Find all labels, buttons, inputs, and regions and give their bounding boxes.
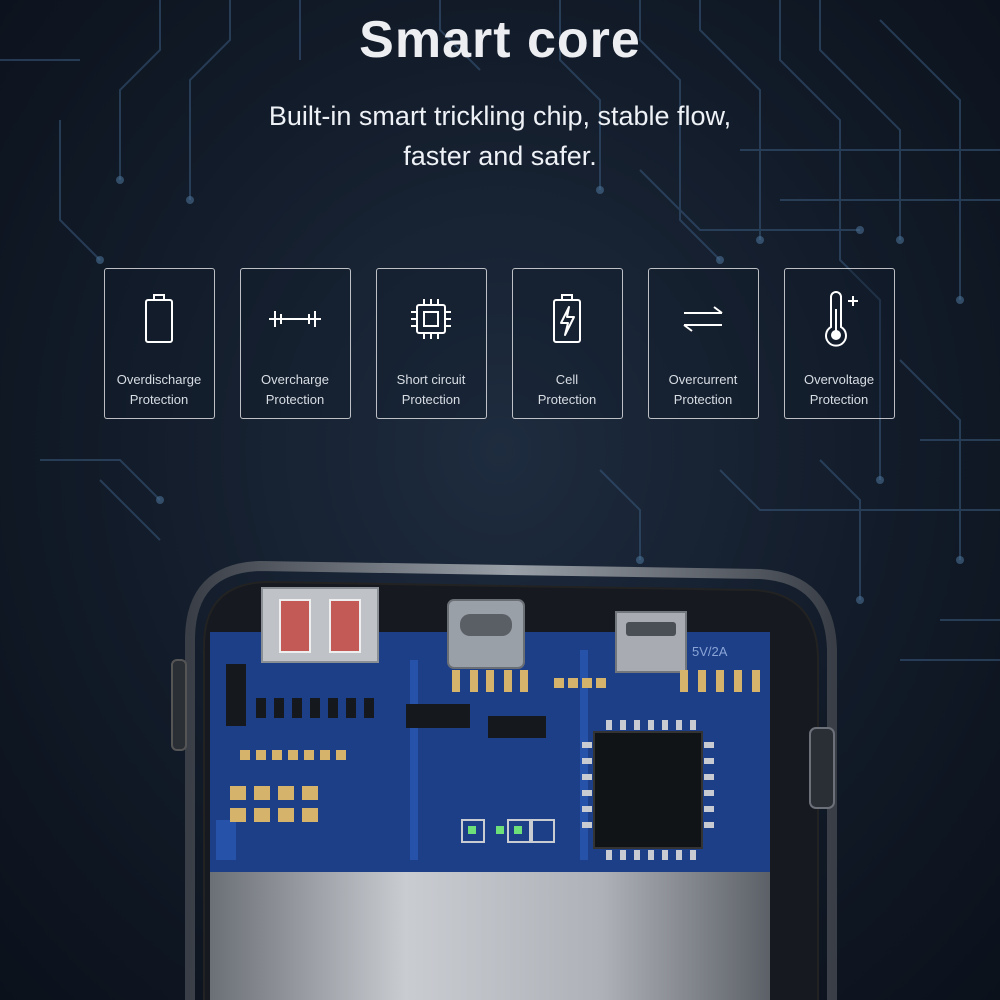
feature-label: Cell Protection <box>537 372 597 407</box>
page-title: Smart core <box>359 11 641 69</box>
feature-label: Overvoltage Protection <box>803 372 875 407</box>
feature-label: Overcharge Protection <box>261 372 329 407</box>
page-subtitle: Built-in smart trickling chip, stable fl… <box>0 96 1000 176</box>
battery-bolt-icon <box>513 287 621 351</box>
feature-cards: Overdischarge Protection Overcharge Prot… <box>104 268 904 422</box>
feature-card-cell: Cell Protection <box>512 268 623 419</box>
feature-label: Short circuit Protection <box>396 372 466 407</box>
feature-label: Overcurrent Protection <box>668 372 738 407</box>
subtitle-line-1: Built-in smart trickling chip, stable fl… <box>268 101 732 131</box>
feature-card-short-circuit: Short circuit Protection <box>376 268 487 419</box>
feature-card-overdischarge: Overdischarge Protection <box>104 268 215 419</box>
pcb-marking: 5V/2A <box>692 644 728 659</box>
feature-label: Overdischarge Protection <box>116 372 202 407</box>
chip-icon <box>377 287 485 351</box>
feature-card-overcharge: Overcharge Protection <box>240 268 351 419</box>
power-bank-device: 5V/2A <box>171 560 837 1000</box>
resistor-icon <box>241 287 349 351</box>
swap-arrows-icon <box>649 287 757 351</box>
subtitle-line-2: faster and safer. <box>403 141 597 171</box>
battery-icon <box>105 287 213 351</box>
thermometer-plus-icon <box>785 287 893 351</box>
feature-card-overvoltage: Overvoltage Protection <box>784 268 895 419</box>
feature-card-overcurrent: Overcurrent Protection <box>648 268 759 419</box>
